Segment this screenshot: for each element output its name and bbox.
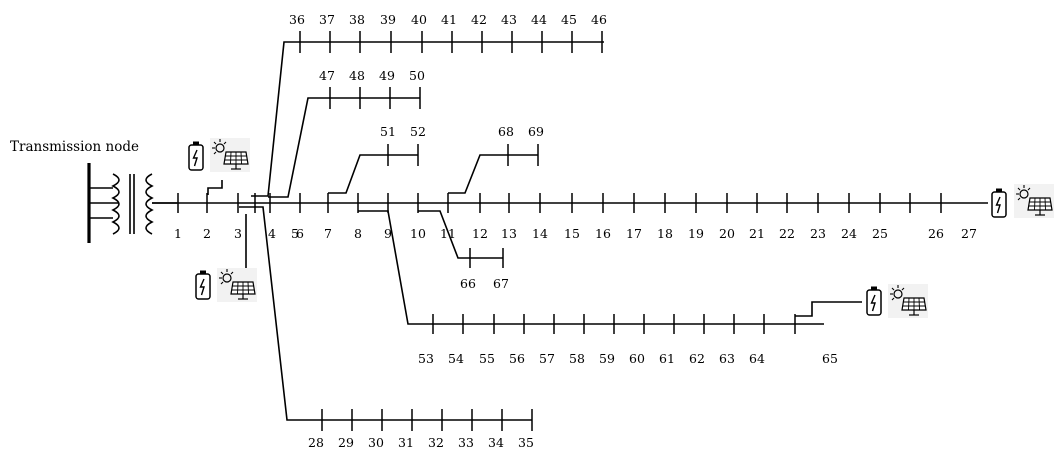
bus-label-38: 38 [349,12,365,27]
bus-label-17: 17 [626,226,642,241]
bus-label-44: 44 [531,12,547,27]
solar-panel-icon [216,267,258,303]
bus-label-6: 6 [296,226,304,241]
solar-panel-icon [1013,183,1055,219]
bus-label-24: 24 [841,226,857,241]
bus-label-52: 52 [410,124,426,139]
bus-label-45: 45 [561,12,577,27]
bus-label-49: 49 [379,68,395,83]
battery-icon [195,269,211,300]
bus-label-53: 53 [418,351,434,366]
bus-label-35: 35 [518,435,534,450]
bus-label-33: 33 [458,435,474,450]
branch-line-53-65 [358,210,824,325]
bus-label-36: 36 [289,12,305,27]
bus-label-15: 15 [564,226,580,241]
bus-label-23: 23 [810,226,826,241]
bus-label-11: 11 [440,226,456,241]
branch-line-66-67 [418,210,503,259]
bus-label-22: 22 [779,226,795,241]
bus-label-39: 39 [380,12,396,27]
der-connector-bus64 [795,301,862,317]
bus-label-4: 4 [268,226,276,241]
battery-icon [188,140,204,171]
bus-label-43: 43 [501,12,517,27]
bus-label-30: 30 [368,435,384,450]
branch-line-47-50 [268,97,420,198]
bus-label-59: 59 [599,351,615,366]
bus-label-2: 2 [203,226,211,241]
bus-label-46: 46 [591,12,607,27]
bus-label-55: 55 [479,351,495,366]
bus-label-26: 26 [928,226,944,241]
bus-label-41: 41 [441,12,457,27]
solar-panel-icon [209,137,251,173]
bus-label-27: 27 [961,226,977,241]
bus-label-31: 31 [398,435,414,450]
bus-label-40: 40 [411,12,427,27]
branch-line-68-69 [448,154,538,194]
bus-label-61: 61 [659,351,675,366]
branch-line-36-46 [251,41,604,197]
der-connector-bus3 [207,180,223,195]
bus-label-29: 29 [338,435,354,450]
bus-label-63: 63 [719,351,735,366]
bus-label-57: 57 [539,351,555,366]
bus-label-25: 25 [872,226,888,241]
bus-label-50: 50 [409,68,425,83]
bus-label-48: 48 [349,68,365,83]
bus-label-60: 60 [629,351,645,366]
transmission-node-label: Transmission node [10,139,139,155]
bus-label-51: 51 [380,124,396,139]
bus-label-20: 20 [719,226,735,241]
bus-label-47: 47 [319,68,335,83]
bus-label-9: 9 [384,226,392,241]
battery-icon [991,187,1007,218]
bus-label-5: 5 [291,226,299,241]
bus-label-19: 19 [688,226,704,241]
bus-label-64: 64 [749,351,765,366]
bus-label-67: 67 [493,276,509,291]
bus-label-12: 12 [472,226,488,241]
branch-line-28-35 [239,206,532,421]
branch-line-51-52 [328,154,418,194]
bus-label-28: 28 [308,435,324,450]
bus-label-34: 34 [488,435,504,450]
bus-label-7: 7 [324,226,332,241]
bus-label-58: 58 [569,351,585,366]
bus-label-56: 56 [509,351,525,366]
bus-label-54: 54 [448,351,464,366]
transformer-icon [89,173,177,235]
bus-label-65: 65 [822,351,838,366]
solar-panel-icon [887,283,929,319]
bus-label-62: 62 [689,351,705,366]
bus-label-16: 16 [595,226,611,241]
bus-label-32: 32 [428,435,444,450]
bus-label-18: 18 [657,226,673,241]
bus-label-68: 68 [498,124,514,139]
bus-label-37: 37 [319,12,335,27]
bus-label-69: 69 [528,124,544,139]
bus-label-14: 14 [532,226,548,241]
battery-icon [866,285,882,316]
bus-label-3: 3 [234,226,242,241]
bus-label-10: 10 [410,226,426,241]
bus-label-8: 8 [354,226,362,241]
bus-label-1: 1 [174,226,182,241]
bus-label-13: 13 [501,226,517,241]
bus-label-21: 21 [749,226,765,241]
bus-label-42: 42 [471,12,487,27]
bus-label-66: 66 [460,276,476,291]
